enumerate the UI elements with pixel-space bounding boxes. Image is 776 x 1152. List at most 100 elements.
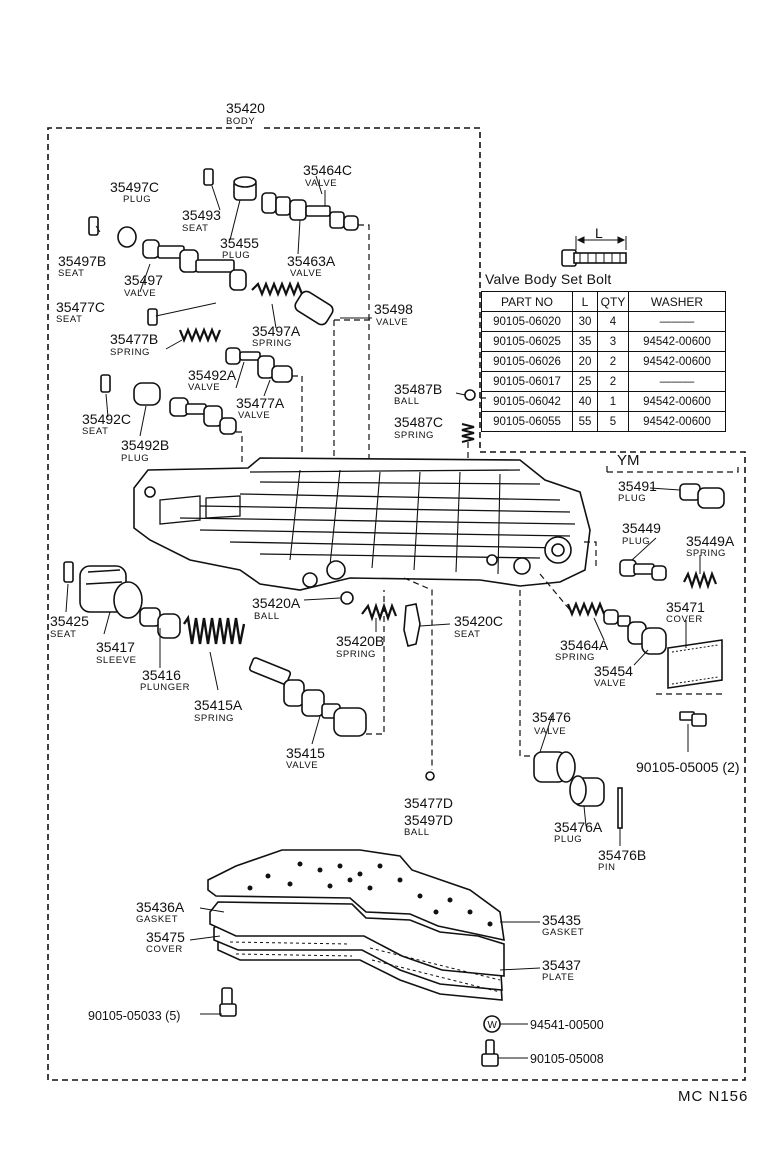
valve-35497-shape bbox=[142, 239, 247, 291]
label-35475: 35475 COVER bbox=[146, 929, 185, 955]
label-35477b-nm: SPRING bbox=[110, 347, 150, 358]
label-35437: 35437 PLATE bbox=[542, 957, 581, 983]
label-35476-nm: VALVE bbox=[534, 726, 566, 737]
cover-35471-shape bbox=[667, 639, 723, 689]
label-35492b-nm: PLUG bbox=[121, 453, 149, 464]
cell-qty: 4 bbox=[597, 311, 629, 332]
label-35497b: 35497B SEAT bbox=[58, 253, 106, 279]
valve-35498-shape bbox=[294, 290, 334, 326]
label-35455-pn: 35455 bbox=[220, 235, 259, 251]
dash-35449 bbox=[584, 541, 597, 570]
label-35420c: 35420C SEAT bbox=[454, 613, 503, 640]
label-35497a-pn: 35497A bbox=[252, 323, 301, 339]
label-35497a: 35497A SPRING bbox=[252, 323, 301, 349]
dash-35477a bbox=[292, 375, 303, 452]
label-35464c-nm: VALVE bbox=[305, 178, 337, 189]
bolt-05005-shape bbox=[679, 711, 707, 727]
label-35454: 35454 VALVE bbox=[594, 663, 633, 689]
plug-35455-shape bbox=[233, 176, 257, 201]
cell-length: 30 bbox=[572, 311, 598, 332]
label-35420c-pn: 35420C bbox=[454, 613, 503, 629]
cell-part-no: 90105-06017 bbox=[481, 371, 573, 392]
label-35415-nm: VALVE bbox=[286, 760, 318, 771]
label-35420b: 35420B SPRING bbox=[336, 633, 384, 660]
dash-35492a bbox=[236, 431, 243, 462]
label-35477d-pn: 35477D bbox=[404, 795, 453, 811]
label-35435-pn: 35435 bbox=[542, 912, 581, 928]
label-35415: 35415 VALVE bbox=[286, 745, 325, 771]
label-35416-pn: 35416 bbox=[142, 667, 181, 683]
ym-label: YM bbox=[617, 452, 640, 469]
label-35436a: 35436A GASKET bbox=[136, 899, 185, 925]
label-35477c: 35477C SEAT bbox=[56, 299, 105, 325]
spring-35487c-shape bbox=[461, 423, 475, 443]
label-35492c: 35492C SEAT bbox=[82, 411, 131, 437]
dash-35464a bbox=[539, 573, 571, 611]
label-35497-nm: VALVE bbox=[124, 288, 156, 299]
label-35437-nm: PLATE bbox=[542, 972, 574, 983]
label-35497d-pn: 35497D bbox=[404, 812, 453, 828]
label-35416-nm: PLUNGER bbox=[140, 682, 190, 693]
label-35491-nm: PLUG bbox=[618, 493, 646, 504]
label-35420a-pn: 35420A bbox=[252, 595, 301, 611]
bolt-05008-shape bbox=[481, 1039, 499, 1067]
label-35497a-nm: SPRING bbox=[252, 338, 292, 349]
label-35492b-pn: 35492B bbox=[121, 437, 169, 453]
cell-length: 40 bbox=[572, 391, 598, 412]
label-35492a-nm: VALVE bbox=[188, 382, 220, 393]
set-bolt-table-title: Valve Body Set Bolt bbox=[485, 271, 612, 287]
ball-35477d-shape bbox=[425, 771, 435, 781]
label-35464c: 35464C VALVE bbox=[303, 162, 352, 189]
cell-part-no: 90105-06042 bbox=[481, 391, 573, 412]
label-35493-nm: SEAT bbox=[182, 223, 209, 234]
cell-qty: 1 bbox=[597, 391, 629, 412]
label-35417-nm: SLEEVE bbox=[96, 655, 137, 666]
valve-35492a-shape bbox=[169, 397, 237, 435]
cell-length: 55 bbox=[572, 411, 598, 432]
label-35477b-pn: 35477B bbox=[110, 331, 158, 347]
plug-35449-shape bbox=[619, 559, 667, 581]
spring-35464a-shape bbox=[566, 601, 606, 617]
label-35415a-pn: 35415A bbox=[194, 697, 243, 713]
label-body: 35420 BODY bbox=[226, 100, 265, 127]
label-35487c-pn: 35487C bbox=[394, 414, 443, 430]
cell-qty: 5 bbox=[597, 411, 629, 432]
label-35425-nm: SEAT bbox=[50, 629, 77, 640]
cell-qty: 2 bbox=[597, 351, 629, 372]
label-35454-nm: VALVE bbox=[594, 678, 626, 689]
valve-body-35420-shape bbox=[133, 457, 591, 591]
ball-35487b-shape bbox=[464, 389, 476, 401]
label-35476: 35476 VALVE bbox=[532, 709, 571, 737]
label-35464a: 35464A SPRING bbox=[555, 637, 609, 663]
label-35415a: 35415A SPRING bbox=[194, 697, 243, 724]
header-washer: WASHER bbox=[628, 291, 726, 312]
label-35476a-nm: PLUG bbox=[554, 834, 582, 845]
label-35491-pn: 35491 bbox=[618, 478, 657, 494]
dash-35476 bbox=[519, 590, 538, 757]
cell-length: 35 bbox=[572, 331, 598, 352]
valve-35476-shape bbox=[533, 751, 576, 783]
washer-symbol: W bbox=[488, 1020, 498, 1031]
label-35476a: 35476A PLUG bbox=[554, 819, 603, 845]
label-35491: 35491 PLUG bbox=[618, 478, 657, 504]
label-35497b-nm: SEAT bbox=[58, 268, 85, 279]
cell-length: 20 bbox=[572, 351, 598, 372]
label-35417-pn: 35417 bbox=[96, 639, 135, 655]
spring-35497a-shape bbox=[251, 281, 304, 297]
plug-35491-shape bbox=[679, 483, 725, 509]
label-35477c-nm: SEAT bbox=[56, 314, 83, 325]
label-35493: 35493 SEAT bbox=[182, 207, 221, 234]
label-35476a-pn: 35476A bbox=[554, 819, 603, 835]
label-35487b-pn: 35487B bbox=[394, 381, 442, 397]
label-35492c-pn: 35492C bbox=[82, 411, 131, 427]
label-35476b-pn: 35476B bbox=[598, 847, 646, 863]
plug-35492b-shape bbox=[133, 382, 161, 406]
plug-35476a-shape bbox=[569, 775, 605, 807]
label-35464a-nm: SPRING bbox=[555, 652, 595, 663]
bolt-05033-shape bbox=[219, 987, 237, 1017]
label-35449a-nm: SPRING bbox=[686, 548, 726, 559]
pin-35476b-shape bbox=[617, 787, 623, 829]
label-35455: 35455 PLUG bbox=[220, 235, 259, 261]
label-35498-pn: 35498 bbox=[374, 301, 413, 317]
